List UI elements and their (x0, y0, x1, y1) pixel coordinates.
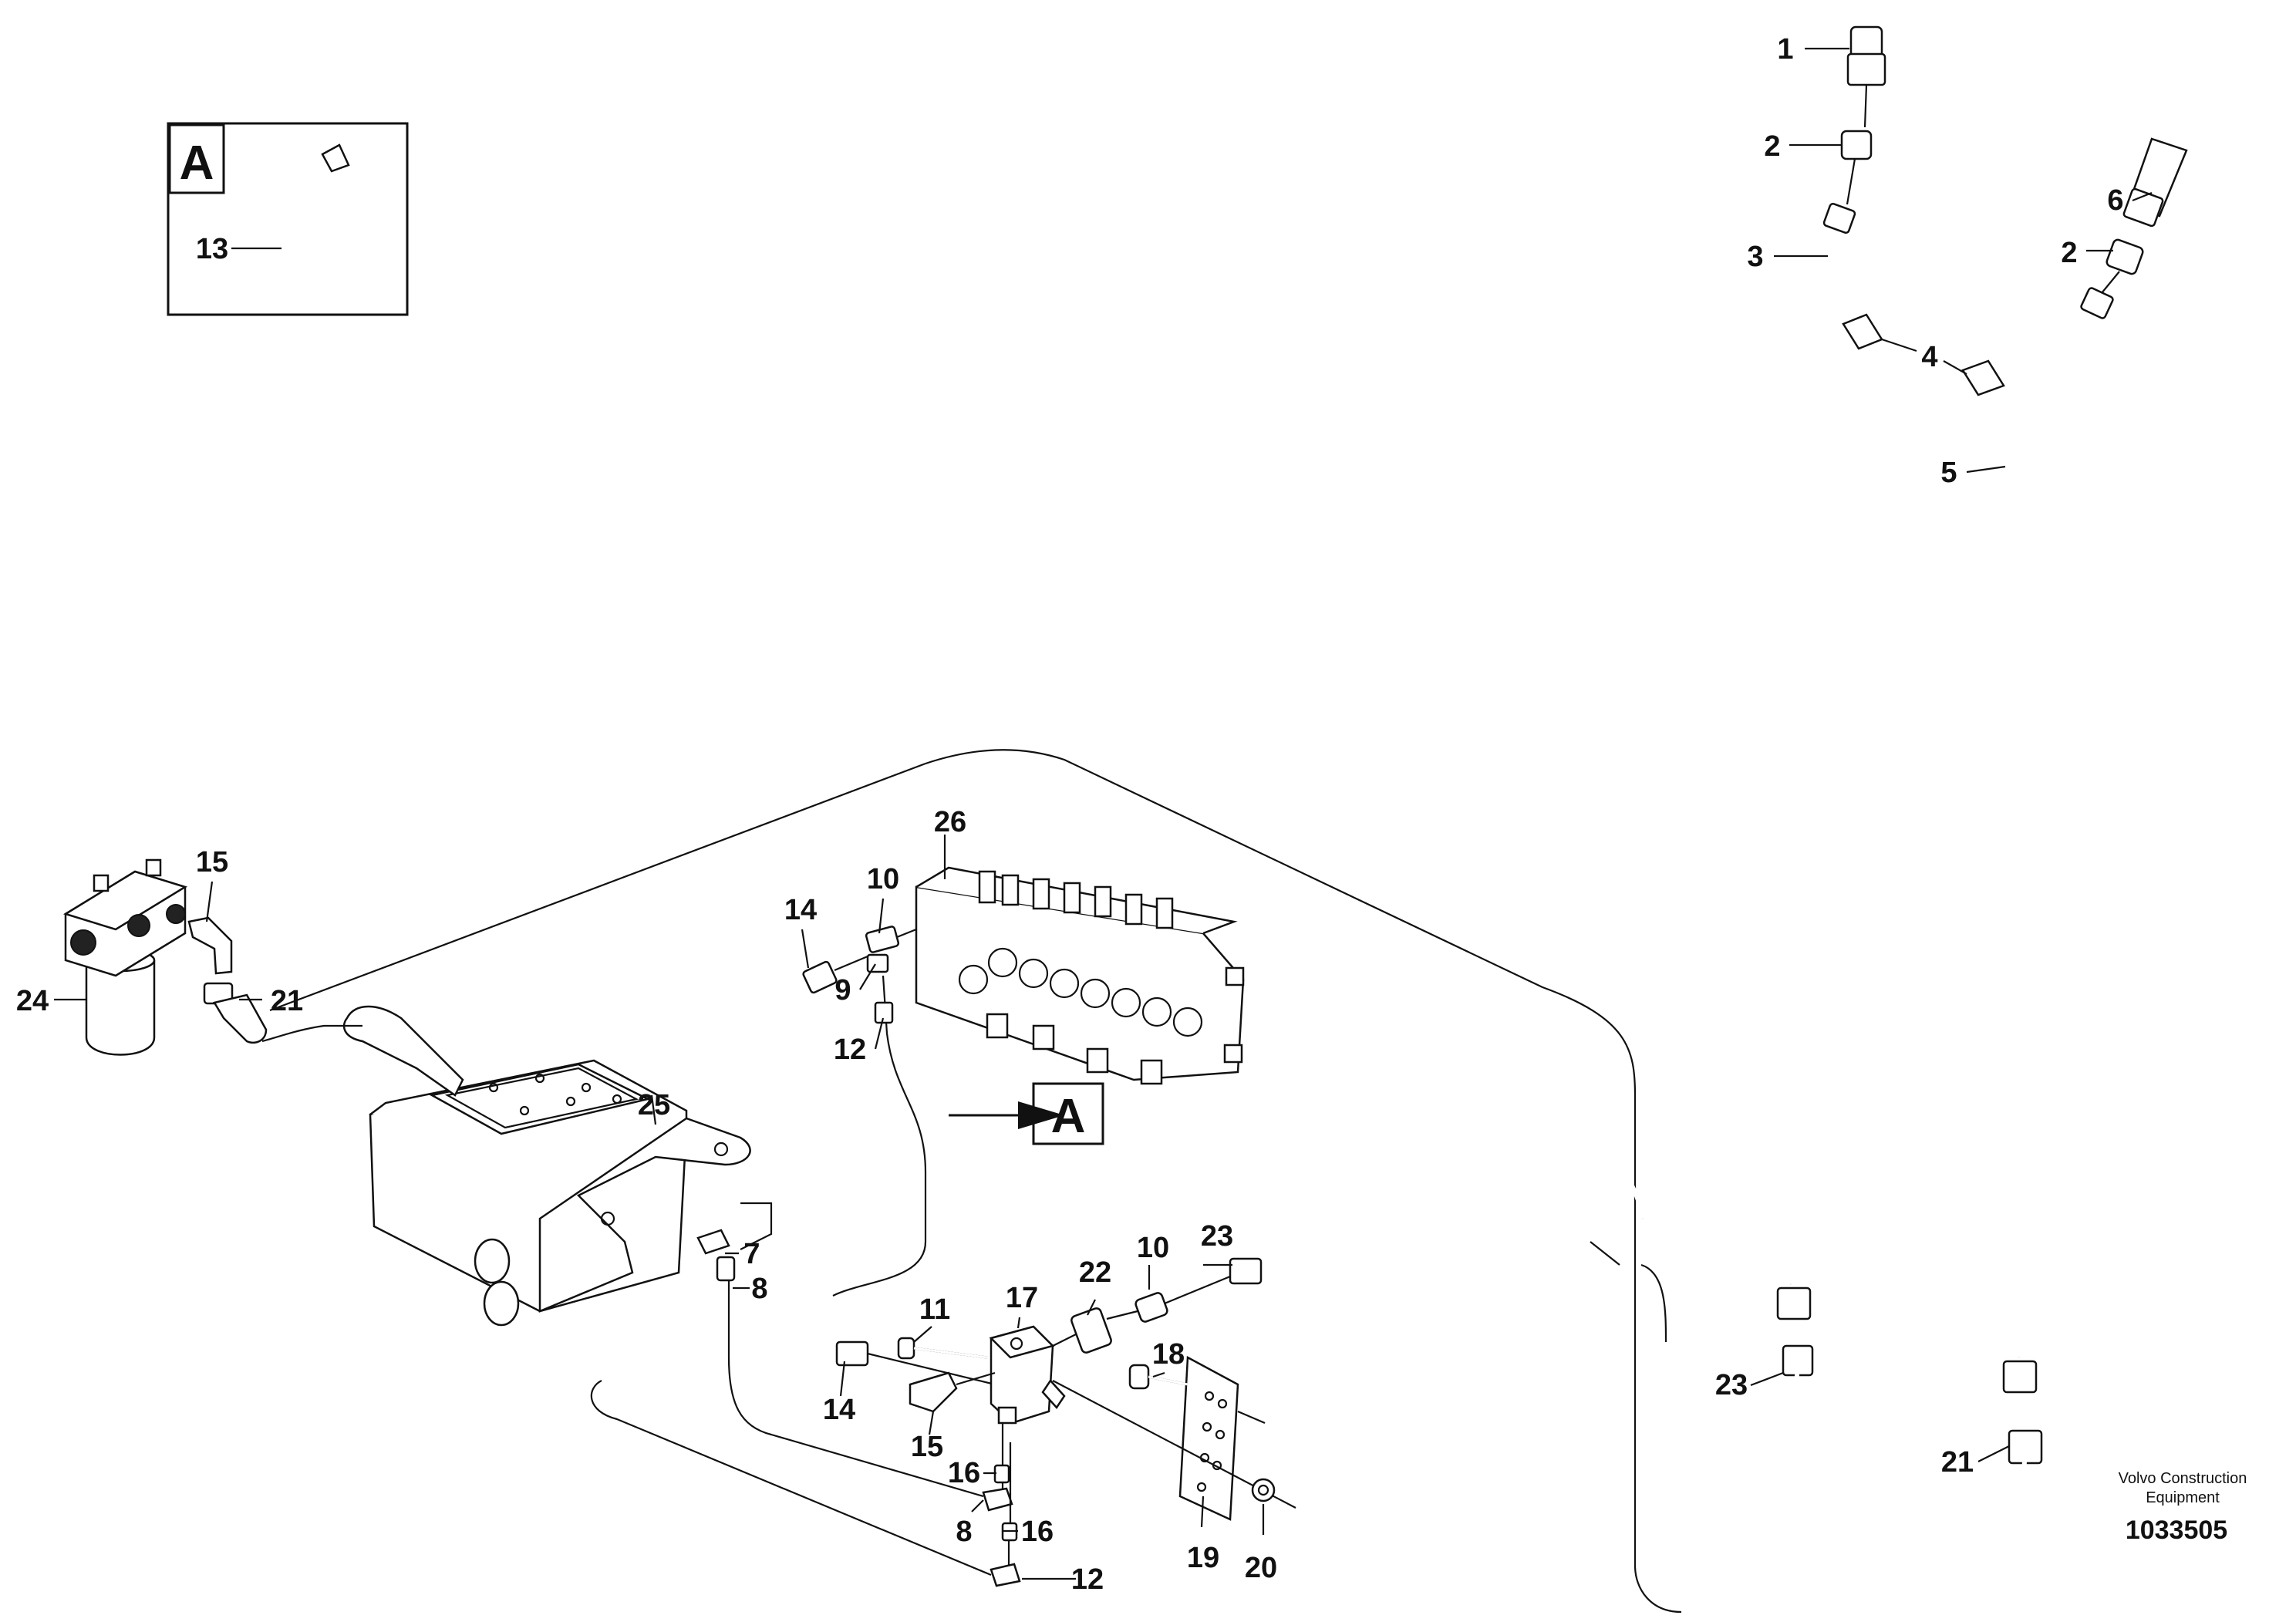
hose-23-loop (1219, 1104, 1645, 1372)
fitting-14-top (802, 960, 838, 994)
callout-23: 23 (1715, 1369, 1748, 1401)
bolt-11 (897, 1337, 988, 1360)
callout-8: 8 (956, 1516, 972, 1548)
fitting-8-lower (982, 1487, 1013, 1512)
callout-8: 8 (751, 1273, 767, 1305)
fitting-12-lower (990, 1563, 1021, 1587)
callout-23: 23 (1201, 1220, 1233, 1253)
credit-line-2: Equipment (2146, 1489, 2220, 1506)
arrow-icon (949, 1101, 1064, 1129)
callout-14: 14 (823, 1394, 855, 1426)
fitting-10-mid (1135, 1292, 1168, 1323)
fitting-1 (1846, 25, 1886, 128)
fitting-16-upper (993, 1464, 1010, 1484)
credit-line-1: Volvo Construction (2119, 1470, 2247, 1487)
hydraulic-line-3 (1656, 202, 1856, 1568)
document-number: 1033505 (2126, 1516, 2227, 1545)
callout-17: 17 (1006, 1282, 1038, 1314)
callout-4: 4 (1921, 341, 1937, 373)
callout-13: 13 (196, 233, 228, 265)
callout-3: 3 (1747, 241, 1763, 273)
fitting-14-bottom (835, 1340, 869, 1367)
callout-6: 6 (2107, 184, 2123, 217)
callout-16: 16 (948, 1457, 980, 1489)
fitting-6 (2122, 137, 2188, 228)
callout-19: 19 (1187, 1542, 1219, 1574)
fitting-2-right (2106, 238, 2144, 275)
callout-12: 12 (834, 1034, 866, 1066)
view-marker-letter: A (1051, 1090, 1086, 1143)
pilot-block-17 (989, 1325, 1066, 1425)
hydraulic-line-5 (1617, 287, 2114, 1615)
callout-2: 2 (2061, 237, 2077, 269)
callout-24: 24 (16, 985, 49, 1017)
callout-14: 14 (784, 894, 817, 926)
callout-9: 9 (834, 974, 851, 1007)
elbow-15-lower (909, 1371, 958, 1413)
callout-1: 1 (1777, 33, 1793, 66)
control-valve-26 (915, 866, 1245, 1085)
detail-box-letter: A (180, 137, 214, 190)
bolt-18 (1128, 1364, 1188, 1390)
callout-12: 12 (1071, 1563, 1104, 1596)
elbow-15-upper (187, 916, 233, 975)
callout-5: 5 (1940, 457, 1957, 489)
callout-15: 15 (911, 1431, 943, 1463)
callout-26: 26 (934, 806, 966, 838)
view-marker-a (1032, 1082, 1104, 1145)
callout-21: 21 (271, 985, 303, 1017)
fitting-7 (696, 1229, 730, 1255)
fitting-2-top (1840, 130, 1873, 160)
callout-16: 16 (1021, 1516, 1054, 1548)
callout-11: 11 (919, 1293, 950, 1326)
washer-20 (1251, 1478, 1276, 1502)
fitting-8-upper (716, 1256, 736, 1282)
callout-20: 20 (1245, 1552, 1277, 1584)
tank-25 (342, 1005, 751, 1327)
callout-21: 21 (1941, 1446, 1974, 1479)
fitting-22 (1070, 1307, 1112, 1354)
callout-25: 25 (638, 1089, 670, 1121)
callout-2: 2 (1764, 130, 1780, 163)
callout-15: 15 (196, 846, 228, 878)
detail-box-a: A 13 (167, 122, 409, 316)
callout-10: 10 (867, 863, 899, 895)
callout-10: 10 (1137, 1232, 1169, 1264)
fitting-9 (866, 953, 889, 973)
callout-18: 18 (1152, 1338, 1185, 1371)
callout-22: 22 (1079, 1256, 1111, 1289)
fitting-10-top (865, 926, 900, 953)
leader-lines (54, 47, 2153, 1580)
filter-24 (62, 858, 188, 1056)
cable-tie-icon (284, 143, 352, 279)
fitting-12-top (874, 1001, 894, 1024)
bracket-plate-19 (1178, 1355, 1239, 1521)
callout-7: 7 (743, 1238, 760, 1270)
